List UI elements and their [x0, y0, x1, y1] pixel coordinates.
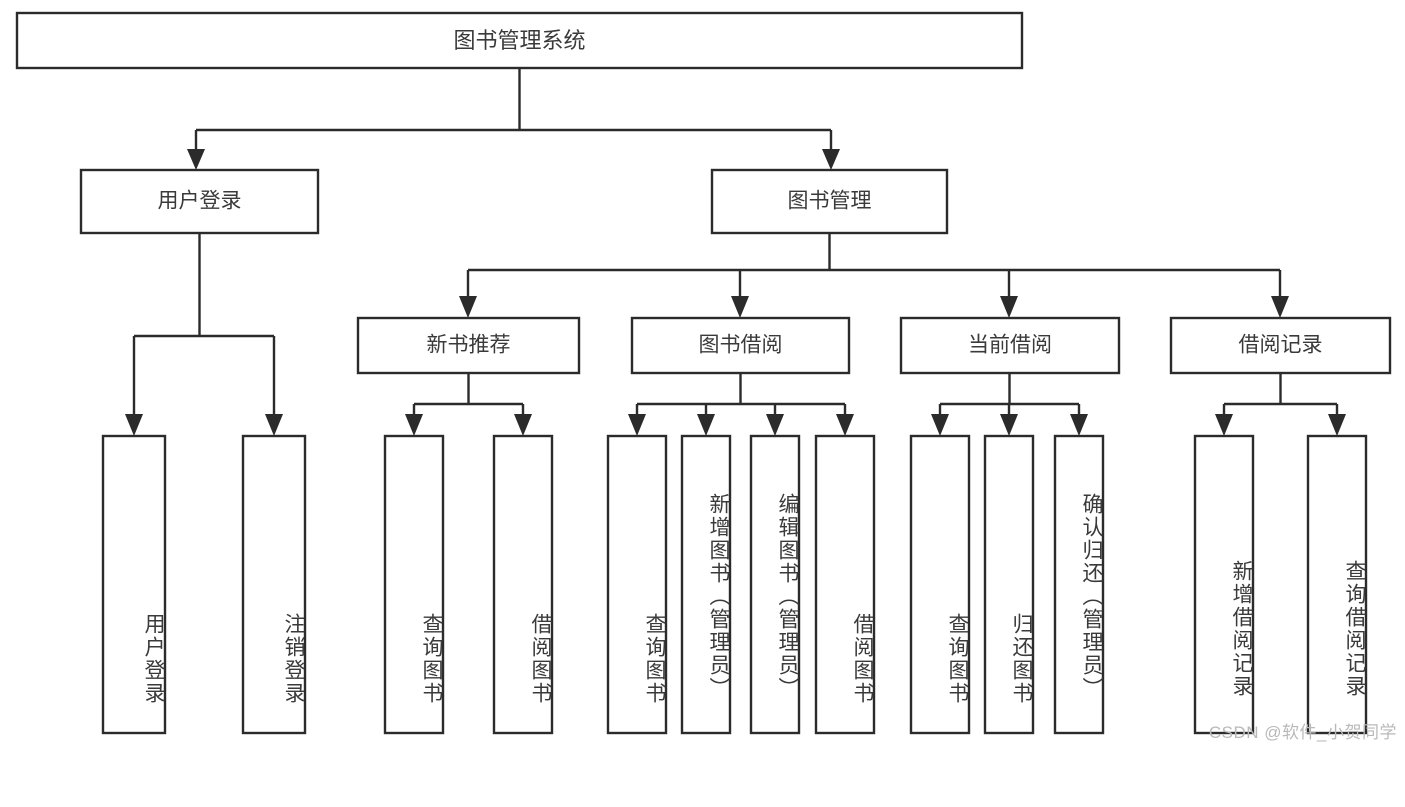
node-book-borrow[interactable] — [630, 316, 851, 375]
arrowhead-leaf-user-logout — [265, 414, 283, 436]
node-root-label: 图书管理系统 — [453, 28, 585, 53]
node-leaf-confirm-return[interactable] — [1053, 434, 1105, 735]
node-leaf-return-book[interactable] — [983, 434, 1035, 735]
node-book-manage[interactable] — [710, 168, 949, 235]
node-leaf-query-book-1[interactable] — [383, 434, 445, 735]
node-book-borrow-label: 图书借阅 — [699, 334, 783, 357]
arrowhead-leaf-edit-book — [766, 414, 784, 436]
node-leaf-edit-book[interactable] — [749, 434, 801, 735]
tree-diagram-svg: 图书管理系统 用户登录 图书管理 新书推荐 图书借阅 当前借阅 借阅记录 — [15, 11, 1392, 735]
node-book-manage-label: 图书管理 — [788, 190, 872, 213]
arrowhead-leaf-add-record — [1215, 414, 1233, 436]
node-root[interactable] — [15, 11, 1024, 70]
node-new-book-recommend-label: 新书推荐 — [427, 334, 511, 357]
arrowhead-leaf-query-book-1 — [405, 414, 423, 436]
arrowhead-leaf-borrow-book-2 — [836, 414, 854, 436]
arrowhead-leaf-query-book-2 — [628, 414, 646, 436]
arrowhead-user-login — [187, 149, 205, 170]
node-leaf-query-record[interactable] — [1306, 434, 1368, 735]
diagram-canvas: 图书管理系统 用户登录 图书管理 新书推荐 图书借阅 当前借阅 借阅记录 — [15, 11, 1397, 742]
node-borrow-record-label: 借阅记录 — [1239, 334, 1323, 357]
arrowhead-leaf-borrow-book-1 — [514, 414, 532, 436]
node-leaf-add-record[interactable] — [1193, 434, 1255, 735]
node-current-borrow-label: 当前借阅 — [968, 334, 1052, 357]
arrowhead-leaf-confirm-return — [1070, 414, 1088, 436]
node-leaf-borrow-book-2[interactable] — [814, 434, 876, 735]
node-leaf-add-book[interactable] — [680, 434, 732, 735]
arrowhead-leaf-add-book — [697, 414, 715, 436]
node-leaf-user-logout[interactable] — [241, 434, 307, 735]
arrowhead-leaf-return-book — [1000, 414, 1018, 436]
csdn-watermark: CSDN @软件_小贺同学 — [1208, 723, 1397, 742]
arrowhead-new-book-recommend — [459, 296, 477, 318]
node-leaf-user-login[interactable] — [101, 434, 167, 735]
node-leaf-query-book-3[interactable] — [909, 434, 971, 735]
arrowhead-book-borrow — [731, 296, 749, 318]
arrowhead-borrow-record — [1271, 296, 1289, 318]
arrowhead-leaf-query-record — [1328, 414, 1346, 436]
node-layer: 图书管理系统 用户登录 图书管理 新书推荐 图书借阅 当前借阅 借阅记录 — [15, 11, 1392, 735]
node-user-login-label: 用户登录 — [158, 190, 242, 213]
arrowhead-leaf-query-book-3 — [931, 414, 949, 436]
node-new-book-recommend[interactable] — [356, 316, 581, 375]
node-current-borrow[interactable] — [899, 316, 1121, 375]
node-leaf-borrow-book-1[interactable] — [492, 434, 554, 735]
arrowhead-book-manage — [822, 149, 840, 170]
node-leaf-query-book-2[interactable] — [606, 434, 668, 735]
arrowhead-current-borrow — [1000, 296, 1018, 318]
connector-layer — [125, 68, 1346, 436]
node-user-login[interactable] — [79, 168, 320, 235]
node-borrow-record[interactable] — [1169, 316, 1392, 375]
arrowhead-leaf-user-login — [125, 414, 143, 436]
